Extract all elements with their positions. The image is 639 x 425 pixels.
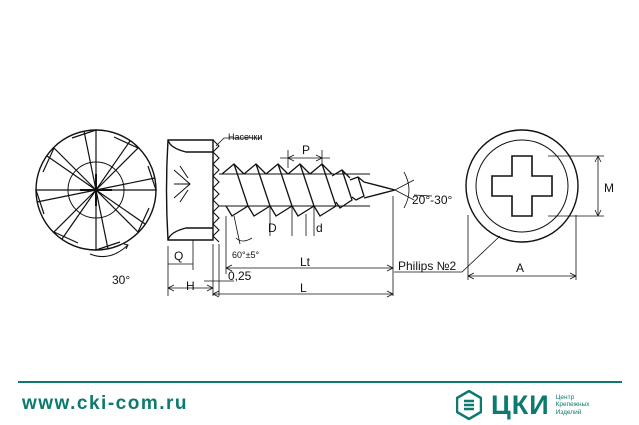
tip-angle-label: 20°-30°: [412, 193, 452, 207]
screw-side-view: [165, 139, 396, 243]
head-diameter-label: A: [516, 261, 524, 275]
thread-angle-label: 60°±5°: [232, 250, 260, 260]
head-depth-label: Q: [174, 249, 183, 263]
brand-subtitle-line: Центр: [555, 393, 575, 401]
hexagon-logo-icon: [456, 390, 482, 420]
footer-divider: [18, 381, 622, 383]
minor-diameter-label: d: [316, 221, 323, 235]
major-diameter-label: D: [268, 221, 277, 235]
drive-label: Philips №2: [398, 259, 457, 273]
head-top-view: [35, 129, 157, 257]
brand-subtitle-line: Крепежных: [555, 401, 590, 409]
recess-size-label: M: [604, 181, 614, 195]
dimension-lines: [167, 137, 604, 298]
brand-logo[interactable]: ЦКИ Центр Крепежных Изделий: [456, 388, 590, 422]
screw-technical-drawing: 30°: [35, 129, 614, 298]
length-label: L: [300, 281, 307, 295]
thread-length-label: Lt: [300, 255, 311, 269]
notches-label: Насечки: [228, 132, 262, 142]
twist-angle-label: 30°: [112, 273, 130, 287]
pitch-label: P: [302, 143, 310, 157]
brand-subtitle-line: Изделий: [555, 408, 582, 416]
brand-subtitle: Центр Крепежных Изделий: [556, 394, 590, 417]
phillips-head-view: [465, 129, 579, 243]
website-link[interactable]: www.cki-com.ru: [22, 393, 188, 414]
gap-label: 0,25: [228, 269, 252, 283]
brand-name: ЦКИ: [491, 389, 550, 420]
head-height-label: H: [186, 279, 195, 293]
